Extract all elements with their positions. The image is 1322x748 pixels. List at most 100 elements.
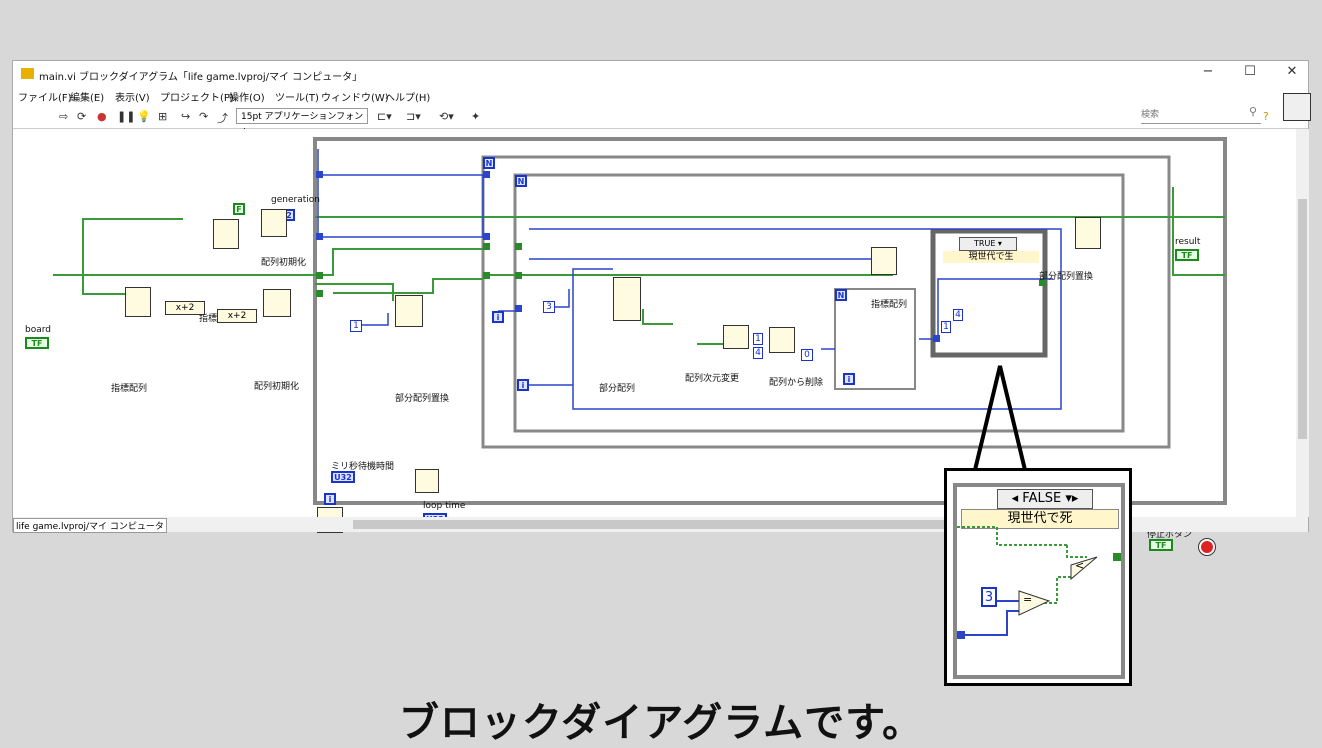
wait-ms-label: ミリ秒待機時間: [331, 462, 395, 472]
minimize-button[interactable]: −: [1202, 64, 1214, 79]
replace-subset-node-1[interactable]: [395, 295, 423, 327]
inner-loop-count-terminal[interactable]: N: [515, 175, 527, 187]
horizontal-scrollbar[interactable]: [353, 520, 993, 529]
menu-bar: ファイル(F) 編集(E) 表示(V) プロジェクト(P) 操作(O) ツール(…: [13, 87, 1308, 104]
stop-button-terminal[interactable]: TF: [1149, 539, 1173, 551]
diagram-canvas[interactable]: generation board result 指標配列 指標配列 指標配列 配…: [13, 129, 1295, 555]
reshape-array-node[interactable]: [723, 325, 749, 349]
menu-help[interactable]: ヘルプ(H): [385, 93, 431, 104]
array-subset-node[interactable]: [613, 277, 641, 321]
zoom-equal-node[interactable]: =: [1023, 593, 1033, 606]
small-loop-index-terminal: i: [843, 373, 855, 385]
stop-button-icon[interactable]: [1199, 539, 1215, 555]
zoom-wires: [957, 526, 1121, 639]
generation-label: generation: [271, 195, 320, 205]
false-case-frame: ◂ FALSE ▾▸ 現世代で死 3 = <: [953, 483, 1125, 679]
init-array-label-2: 配列初期化: [254, 382, 300, 392]
highlight-execution-icon[interactable]: 💡: [137, 110, 151, 123]
step-into-icon[interactable]: ↪: [181, 110, 191, 123]
constant-four-b[interactable]: 4: [953, 309, 963, 321]
loop-time-label: loop time: [423, 501, 466, 511]
labview-icon: [21, 68, 34, 79]
caption: ブロックダイアグラムです。: [398, 700, 924, 746]
board-label: board: [25, 325, 51, 335]
board-terminal[interactable]: TF: [25, 337, 49, 349]
delete-from-array-node[interactable]: [769, 327, 795, 353]
outer-for-loop-frame: [481, 155, 1171, 449]
menu-project[interactable]: プロジェクト(P): [160, 93, 234, 104]
menu-tools[interactable]: ツール(T): [275, 93, 319, 104]
pause-icon[interactable]: ❚❚: [117, 110, 136, 123]
title-bar: main.vi ブロックダイアグラム「life game.lvproj/マイ コ…: [13, 61, 1308, 87]
retain-wire-values-icon[interactable]: ⊞: [158, 110, 168, 123]
toolbar: ⇨ ⟳ ● ❚❚ 💡 ⊞ ↪ ↷ ⤴ 15pt アプリケーションフォント ▾ ⊏…: [13, 104, 1308, 138]
while-loop-frame: [313, 137, 1227, 505]
replace-subset-label-2: 部分配列置換: [1039, 272, 1094, 282]
vertical-scrollbar[interactable]: [1296, 129, 1309, 517]
close-button[interactable]: ✕: [1286, 64, 1298, 79]
block-diagram-window: main.vi ブロックダイアグラム「life game.lvproj/マイ コ…: [12, 60, 1311, 555]
menu-file[interactable]: ファイル(F): [18, 93, 72, 104]
constant-one-c[interactable]: 1: [941, 321, 951, 333]
project-context[interactable]: life game.lvproj/マイ コンピュータ: [13, 518, 167, 533]
inner-loop-index-terminal: i: [517, 379, 529, 391]
expression-node-a[interactable]: x+2: [165, 301, 205, 315]
index-array-node-2[interactable]: [213, 219, 239, 249]
font-select[interactable]: 15pt アプリケーションフォント ▾: [236, 108, 368, 138]
align-objects-icon[interactable]: ⊏▾: [377, 110, 392, 123]
step-out-icon[interactable]: ⤴: [217, 112, 228, 125]
help-button[interactable]: ?: [1263, 110, 1269, 123]
init-array-node-1[interactable]: [261, 209, 287, 237]
index-array-label-3: 指標配列: [871, 300, 908, 310]
replace-subset-node-2[interactable]: [1075, 217, 1101, 249]
small-loop-count-terminal[interactable]: N: [835, 289, 847, 301]
menu-window[interactable]: ウィンドウ(W): [321, 93, 389, 104]
wait-ms-terminal[interactable]: U32: [331, 471, 355, 483]
index-array-label-1: 指標配列: [111, 384, 148, 394]
constant-three[interactable]: 3: [543, 301, 555, 313]
zoom-case-selector[interactable]: ◂ FALSE ▾▸: [997, 489, 1093, 509]
index-array-node-3[interactable]: [871, 247, 897, 275]
maximize-button[interactable]: ☐: [1244, 64, 1256, 79]
distribute-objects-icon[interactable]: ⊐▾: [406, 110, 421, 123]
expression-node-b[interactable]: x+2: [217, 309, 257, 323]
abort-icon[interactable]: ●: [97, 110, 107, 123]
result-terminal[interactable]: TF: [1175, 249, 1199, 261]
vi-icon[interactable]: [1283, 93, 1311, 121]
init-array-node-2[interactable]: [263, 289, 291, 317]
delete-from-array-label: 配列から削除: [769, 378, 824, 388]
result-label: result: [1175, 237, 1201, 247]
false-constant[interactable]: F: [233, 203, 245, 215]
cleanup-diagram-icon[interactable]: ✦: [471, 110, 481, 123]
run-arrow-icon[interactable]: ⇨: [59, 110, 69, 123]
outer-loop-count-terminal[interactable]: N: [483, 157, 495, 169]
menu-edit[interactable]: 編集(E): [70, 93, 105, 104]
array-subset-label: 部分配列: [599, 384, 636, 394]
zoom-less-than-node[interactable]: <: [1075, 559, 1085, 572]
case-selector[interactable]: TRUE ▾: [959, 237, 1017, 251]
menu-operate[interactable]: 操作(O): [229, 93, 265, 104]
outer-loop-index-terminal: i: [492, 311, 504, 323]
step-over-icon[interactable]: ↷: [199, 110, 209, 123]
constant-one-b[interactable]: 1: [753, 333, 763, 345]
inner-for-loop-frame: [513, 173, 1125, 433]
reorder-icon[interactable]: ⟲▾: [439, 110, 454, 123]
index-array-node-1[interactable]: [125, 287, 151, 317]
case-name-label: 現世代で生: [943, 251, 1039, 263]
constant-one-a[interactable]: 1: [350, 320, 362, 332]
reshape-array-label: 配列次元変更: [685, 374, 740, 384]
constant-four-a[interactable]: 4: [753, 347, 763, 359]
constant-zero[interactable]: 0: [801, 349, 813, 361]
replace-subset-label-1: 部分配列置換: [395, 394, 450, 404]
stop-button-label: 停止ボタン: [1147, 530, 1193, 540]
zoom-constant-three[interactable]: 3: [981, 587, 997, 607]
menu-view[interactable]: 表示(V): [115, 93, 150, 104]
search-icon: ⚲: [1248, 105, 1257, 118]
small-for-loop-frame: [834, 288, 916, 390]
init-array-label-1: 配列初期化: [261, 258, 307, 268]
while-loop-index-terminal: i: [324, 493, 336, 505]
window-title: main.vi ブロックダイアグラム「life game.lvproj/マイ コ…: [39, 72, 363, 83]
search-input[interactable]: 検索 ⚲: [1141, 105, 1261, 124]
wait-ms-node[interactable]: [415, 469, 439, 493]
run-continuous-icon[interactable]: ⟳: [77, 110, 87, 123]
